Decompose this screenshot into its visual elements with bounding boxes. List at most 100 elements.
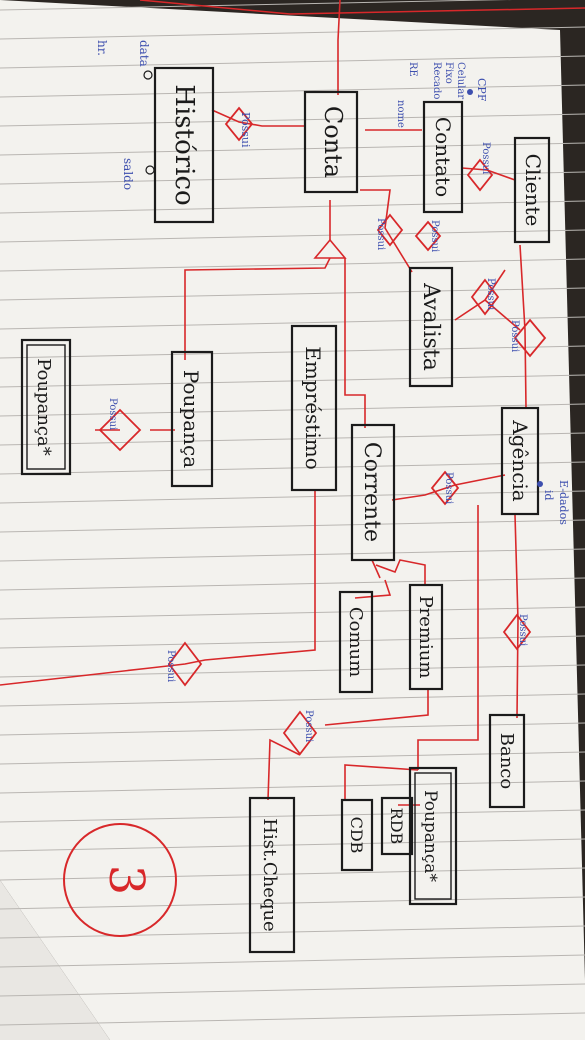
attr-id: id [542, 490, 555, 501]
possui-poupanca-diamond: Possui [98, 398, 142, 452]
attr-id-dot [537, 481, 543, 487]
attr-recado: Recado [431, 62, 442, 99]
entity-corrente-label: Corrente [359, 442, 384, 542]
possui-corrente-diamond: Possui [430, 470, 460, 506]
possui-agencia-banco-label: Possui [517, 614, 528, 646]
entity-corrente: Corrente [350, 423, 396, 562]
entity-poupanca-star: Poupança* [20, 338, 72, 476]
rule-line [0, 954, 585, 968]
possui-avalista-cliente-label: Possui [485, 278, 496, 310]
possui-emprestimo-diamond: Possui [165, 641, 203, 687]
rule-line [0, 519, 585, 533]
rule-line [0, 287, 585, 301]
entity-emprestimo: Empréstimo [290, 324, 338, 492]
attr-celular: Celular [455, 62, 466, 99]
possui-histcheque-label: Possui [303, 710, 314, 742]
possui-corrente-label: Possui [443, 472, 454, 504]
rule-line [0, 258, 585, 272]
entity-agencia: Agência [500, 406, 540, 516]
rule-line [0, 809, 585, 823]
entity-hist-cheque: Hist.Cheque [248, 796, 296, 954]
entity-banco: Banco [488, 713, 526, 809]
rule-line [0, 693, 585, 707]
attr-data-circle [143, 70, 153, 80]
entity-cdb: CDB [340, 798, 374, 872]
rule-line [0, 664, 585, 678]
page-number-annotation: 3 [63, 823, 177, 937]
entity-emprestimo-label: Empréstimo [301, 346, 325, 469]
entity-contato: Contato [422, 100, 464, 214]
rule-line [0, 55, 585, 69]
rule-line [0, 316, 585, 330]
rule-line [0, 142, 585, 156]
attr-re: RE [407, 62, 418, 77]
entity-rdb: RDB [380, 796, 414, 856]
attr-hr: hr. [95, 40, 109, 56]
possui-cliente-label: Possui [429, 220, 440, 252]
entity-premium: Premium [408, 583, 444, 691]
entity-comum-label: Comum [345, 607, 366, 677]
entities: Histórico Conta Contato Cliente Avalista… [20, 66, 551, 954]
entity-historico: Histórico [153, 66, 215, 224]
attributes: CPF Celular Fixo Recado RE nome data hr.… [95, 40, 570, 525]
entity-hist-cheque-label: Hist.Cheque [259, 818, 280, 931]
entity-poupanca-star-right-label: Poupança* [420, 790, 440, 883]
entity-conta-label: Conta [319, 106, 347, 178]
entity-comum: Comum [338, 590, 374, 694]
possui-avalista-cliente-diamond: Possui [470, 278, 500, 316]
attr-data: data [137, 40, 151, 67]
possui-conta-label: Possui [239, 112, 252, 148]
entity-cdb-label: CDB [347, 817, 366, 854]
rule-line [0, 26, 585, 40]
attr-saldo-circle [145, 165, 155, 175]
entity-poupanca-label: Poupança [179, 370, 203, 468]
possui-avalista-diamond: Possui [375, 213, 404, 250]
entity-cliente-label: Cliente [521, 154, 545, 227]
rule-line [0, 896, 585, 910]
rule-line [0, 548, 585, 562]
possui-conta-diamond: Possui [224, 106, 254, 148]
rule-line [0, 229, 585, 243]
entity-poupanca-star-right: Poupança* [408, 766, 458, 906]
possui-avalista-label: Possui [375, 218, 386, 250]
rule-line [0, 171, 585, 185]
entity-poupanca: Poupança [170, 350, 214, 488]
possui-cliente-agencia-label: Possui [509, 320, 520, 352]
entity-historico-label: Histórico [169, 84, 199, 205]
possui-poupanca-label: Possui [107, 398, 118, 430]
entity-cliente: Cliente [513, 136, 551, 244]
attr-saldo: saldo [121, 158, 135, 190]
attr-cpf-dot [467, 89, 473, 95]
rule-line [0, 925, 585, 939]
rule-line [0, 983, 585, 997]
relationship-diamonds: Possui Possui Possui Possui Possui Possu… [98, 106, 547, 756]
margin-line [139, 0, 585, 15]
connection-lines [0, 0, 527, 806]
rule-line [0, 751, 585, 765]
attr-e-dados: E-dados [557, 480, 570, 525]
entity-conta: Conta [303, 90, 359, 194]
rule-line [0, 200, 585, 214]
rule-line [0, 577, 585, 591]
rule-line [0, 113, 585, 127]
entity-avalista-label: Avalista [418, 282, 443, 371]
rule-line [0, 606, 585, 620]
entity-premium-label: Premium [415, 596, 436, 679]
circle-number: 3 [98, 865, 154, 896]
rule-line [0, 722, 585, 736]
rule-line [0, 490, 585, 504]
possui-contato2-diamond: Possui [414, 220, 442, 252]
rule-line [0, 0, 512, 11]
rule-line [0, 635, 585, 649]
entity-avalista: Avalista [408, 266, 454, 388]
rule-line [0, 838, 585, 852]
attr-cpf: CPF [475, 78, 488, 102]
rule-line [0, 867, 585, 881]
possui-contato-label: Possui [480, 142, 491, 174]
attr-fixo: Fixo [443, 62, 454, 84]
entity-rdb-label: RDB [387, 808, 406, 845]
rule-line [0, 780, 585, 794]
